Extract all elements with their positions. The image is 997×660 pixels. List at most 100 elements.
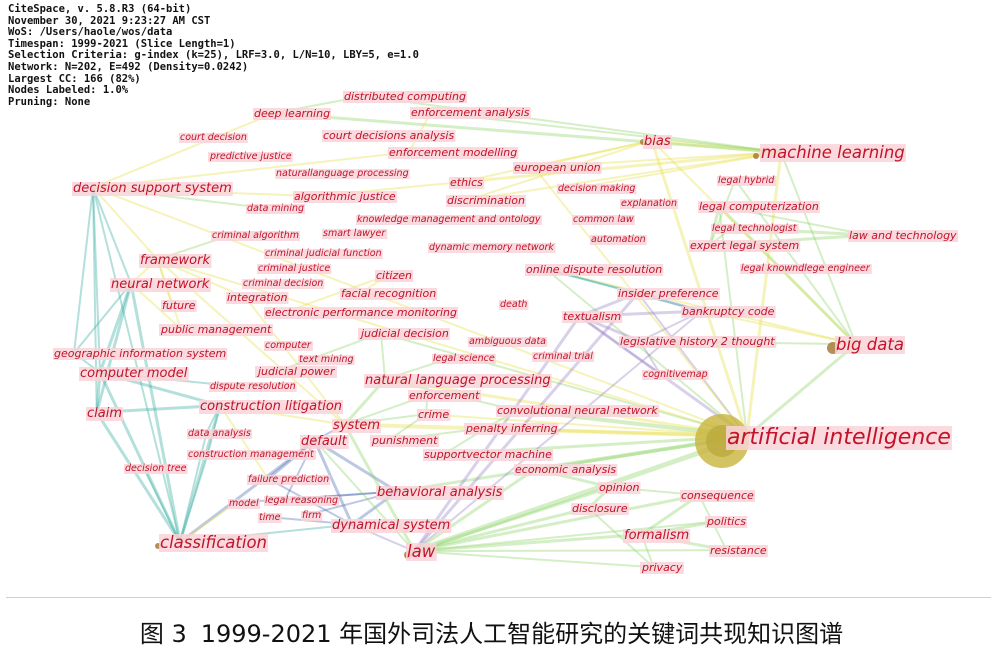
keyword-label-bg bbox=[717, 176, 777, 186]
keyword-label-bg bbox=[343, 91, 467, 103]
keyword-label: automation bbox=[591, 234, 646, 245]
keyword-label-bg bbox=[72, 182, 233, 196]
keyword-label: legal computerization bbox=[699, 200, 819, 213]
keyword-label: expert legal system bbox=[690, 239, 799, 252]
keyword-label: dispute resolution bbox=[210, 381, 296, 392]
keyword-label-bg bbox=[139, 254, 212, 268]
keyword-label-bg bbox=[159, 534, 268, 552]
cooccurrence-edge bbox=[458, 139, 653, 184]
cooccurrence-edge bbox=[412, 532, 644, 553]
cooccurrence-edge bbox=[219, 404, 269, 480]
keyword-label-bg bbox=[187, 450, 317, 460]
keyword-label-bg bbox=[301, 511, 323, 521]
keyword-label: judicial decision bbox=[359, 327, 449, 340]
keyword-label-bg bbox=[598, 482, 641, 494]
keyword-label-bg bbox=[562, 311, 623, 323]
keyword-label: privacy bbox=[641, 561, 683, 574]
keyword-label: electronic performance monitoring bbox=[265, 306, 457, 319]
keyword-label: consequence bbox=[681, 489, 754, 502]
keyword-label-bg bbox=[617, 288, 720, 300]
keyword-label-bg bbox=[468, 337, 548, 347]
keyword-label-bg bbox=[848, 230, 959, 242]
keyword-label: resistance bbox=[710, 544, 767, 557]
keyword-label-bg bbox=[499, 300, 529, 310]
keyword-label-bg bbox=[322, 229, 388, 239]
keyword-label: future bbox=[162, 299, 196, 312]
keyword-label: explanation bbox=[621, 198, 677, 209]
keyword-label: bias bbox=[644, 134, 671, 149]
keyword-label: classification bbox=[160, 533, 267, 552]
keyword-label-bg bbox=[264, 341, 313, 351]
cooccurrence-edge bbox=[577, 151, 782, 189]
keyword-label: deep learning bbox=[254, 107, 330, 120]
keyword-label-bg bbox=[406, 543, 437, 561]
keyword-label: court decisions analysis bbox=[323, 129, 454, 142]
cooccurrence-edge bbox=[179, 452, 209, 544]
keyword-label: decision making bbox=[558, 183, 635, 194]
cooccurrence-edge bbox=[92, 151, 410, 189]
keyword-label: predictive justice bbox=[209, 151, 292, 162]
keyword-label-bg bbox=[258, 513, 282, 523]
keyword-label-bg bbox=[226, 292, 289, 304]
cooccurrence-edge bbox=[73, 186, 94, 355]
caption-divider bbox=[6, 597, 991, 598]
keyword-label-bg bbox=[255, 366, 337, 378]
keyword-label: common law bbox=[573, 214, 634, 225]
keyword-label: legal knowndlege engineer bbox=[741, 263, 871, 274]
cooccurrence-edge bbox=[92, 186, 101, 374]
keyword-label: opinion bbox=[599, 481, 640, 494]
keyword-label: criminal justice bbox=[258, 263, 330, 274]
keyword-label-bg bbox=[464, 423, 559, 435]
keyword-label: legislative history 2 thought bbox=[620, 335, 775, 348]
keyword-label: construction litigation bbox=[200, 399, 342, 414]
keyword-label-bg bbox=[705, 516, 748, 528]
keyword-label: computer bbox=[265, 340, 312, 351]
cooccurrence-edge bbox=[545, 268, 748, 438]
keyword-label-bg bbox=[681, 306, 776, 318]
keyword-label-bg bbox=[370, 435, 440, 447]
keyword-label-bg bbox=[835, 336, 905, 354]
keyword-label-bg bbox=[264, 249, 383, 259]
figure-title: 1999-2021 年国外司法人工智能研究的关键词共现知识图谱 bbox=[200, 620, 844, 648]
keyword-label: european union bbox=[514, 161, 601, 174]
keyword-label: death bbox=[500, 299, 527, 310]
keyword-label: big data bbox=[836, 335, 904, 354]
keyword-label-bg bbox=[711, 224, 799, 234]
cooccurrence-edge bbox=[413, 550, 655, 569]
keyword-label-bg bbox=[242, 279, 325, 289]
keyword-label-bg bbox=[264, 496, 340, 506]
keyword-label-bg bbox=[514, 464, 618, 476]
cooccurrence-edge bbox=[380, 332, 748, 438]
keyword-label-bg bbox=[298, 355, 355, 365]
header-line: CiteSpace, v. 5.8.R3 (64-bit) bbox=[8, 3, 192, 15]
cooccurrence-edge bbox=[156, 258, 182, 331]
keyword-label-bg bbox=[619, 336, 777, 348]
keyword-label: citizen bbox=[376, 269, 412, 282]
keyword-label-bg bbox=[179, 133, 248, 143]
keyword-label-bg bbox=[388, 147, 519, 159]
keyword-label: criminal trial bbox=[533, 351, 593, 362]
keyword-label: data mining bbox=[247, 203, 304, 214]
keyword-label: artificial intelligence bbox=[727, 425, 951, 450]
keyword-label-bg bbox=[340, 288, 438, 300]
keyword-label: system bbox=[333, 418, 380, 433]
cooccurrence-edge bbox=[92, 112, 275, 189]
keyword-label-bg bbox=[689, 240, 801, 252]
header-line: Pruning: None bbox=[8, 95, 91, 108]
keyword-label-bg bbox=[211, 231, 301, 241]
keyword-label-bg bbox=[247, 475, 331, 485]
header-line: Nodes Labeled: 1.0% bbox=[8, 84, 129, 97]
keyword-label-bg bbox=[709, 545, 768, 557]
cooccurrence-edge bbox=[412, 506, 590, 553]
keyword-label-bg bbox=[423, 449, 554, 461]
header-line: WoS: /Users/haole/wos/data bbox=[8, 26, 173, 39]
keyword-label: dynamical system bbox=[332, 518, 450, 533]
keyword-label-bg bbox=[623, 529, 691, 543]
figure-number: 图 3 bbox=[139, 620, 187, 648]
figure-caption: 图 3 1999-2021 年国外司法人工智能研究的关键词共现知识图谱 bbox=[0, 614, 997, 649]
keyword-label-bg bbox=[410, 107, 531, 119]
cooccurrence-edge bbox=[178, 403, 222, 544]
keyword-label-bg bbox=[449, 177, 485, 189]
keyword-label: public management bbox=[160, 323, 272, 336]
keyword-label-bg bbox=[408, 390, 482, 402]
